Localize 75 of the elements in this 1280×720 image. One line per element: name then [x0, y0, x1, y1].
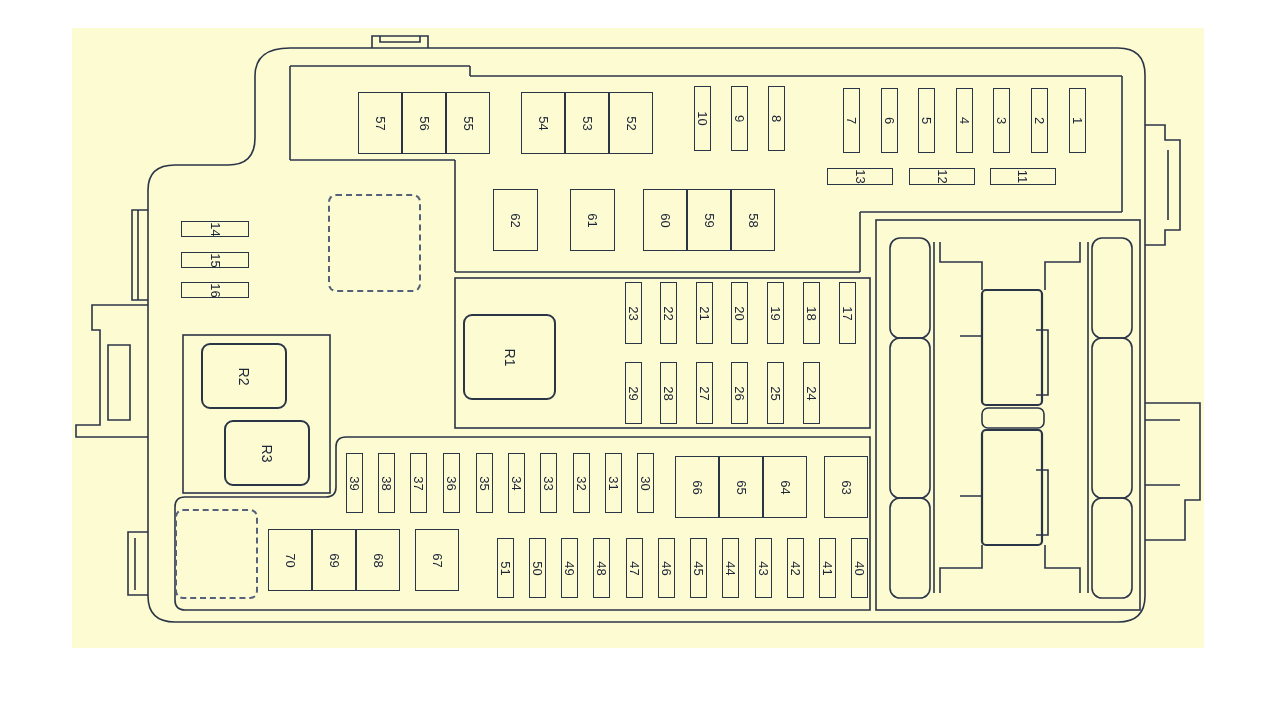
fuse: 13: [827, 168, 893, 185]
cartridge-fuse: 63: [824, 456, 868, 518]
fuse: 18: [803, 282, 820, 344]
fuse: 24: [803, 362, 820, 424]
fuse: 5: [918, 88, 935, 153]
fuse: 3: [993, 88, 1010, 153]
fuse: 34: [508, 453, 525, 513]
cartridge-fuse: 67: [415, 529, 459, 591]
fuse: 35: [476, 453, 493, 513]
cartridge-fuse: 57: [358, 92, 402, 154]
fuse: 44: [722, 538, 739, 598]
fuse: 16: [181, 282, 249, 298]
fuse: 10: [694, 86, 711, 151]
fuse: 46: [658, 538, 675, 598]
fuse: 38: [378, 453, 395, 513]
fuse: 14: [181, 221, 249, 237]
fuse: 11: [990, 168, 1056, 185]
relay: R2: [201, 343, 287, 409]
fuse: 25: [767, 362, 784, 424]
cartridge-fuse: 59: [687, 189, 731, 251]
cartridge-fuse: 61: [570, 189, 615, 251]
fuse: 32: [573, 453, 590, 513]
cartridge-fuse: 70: [268, 529, 312, 591]
fuse: 43: [755, 538, 772, 598]
fuse: 29: [625, 362, 642, 424]
fuse: 19: [767, 282, 784, 344]
empty-relay-socket: [175, 509, 258, 599]
cartridge-fuse: 53: [565, 92, 609, 154]
fuse: 17: [839, 282, 856, 344]
fuse: 47: [626, 538, 643, 598]
cartridge-fuse: 69: [312, 529, 356, 591]
fuse: 30: [637, 453, 654, 513]
fuse: 37: [410, 453, 427, 513]
cartridge-fuse: 68: [356, 529, 400, 591]
fuse: 31: [605, 453, 622, 513]
fuse: 49: [561, 538, 578, 598]
cartridge-fuse: 55: [446, 92, 490, 154]
fuse: 27: [696, 362, 713, 424]
fuse: 4: [956, 88, 973, 153]
fuse: 7: [843, 88, 860, 153]
cartridge-fuse: 64: [763, 456, 807, 518]
cartridge-fuse: 54: [521, 92, 565, 154]
fuse: 20: [731, 282, 748, 344]
fuse: 39: [346, 453, 363, 513]
cartridge-fuse: 65: [719, 456, 763, 518]
fuse: 50: [529, 538, 546, 598]
cartridge-fuse: 52: [609, 92, 653, 154]
cartridge-fuse: 60: [643, 189, 687, 251]
fuse: 36: [443, 453, 460, 513]
fuse: 40: [851, 538, 868, 598]
fuse: 22: [660, 282, 677, 344]
fuse: 28: [660, 362, 677, 424]
fuse: 6: [881, 88, 898, 153]
fuse: 41: [819, 538, 836, 598]
fuse: 45: [690, 538, 707, 598]
relay: R1: [463, 314, 556, 400]
fuse: 15: [181, 252, 249, 268]
fuse: 9: [731, 86, 748, 151]
fuse: 2: [1031, 88, 1048, 153]
cartridge-fuse: 62: [493, 189, 538, 251]
relay: R3: [224, 420, 310, 486]
fuse: 48: [593, 538, 610, 598]
fuse: 51: [497, 538, 514, 598]
fuse: 21: [696, 282, 713, 344]
fuse: 1: [1069, 88, 1086, 153]
fuse: 23: [625, 282, 642, 344]
fuse: 33: [540, 453, 557, 513]
fuse: 26: [731, 362, 748, 424]
fuse: 42: [787, 538, 804, 598]
empty-relay-socket: [328, 194, 421, 292]
cartridge-fuse: 58: [731, 189, 775, 251]
fuse: 12: [909, 168, 975, 185]
fuse: 8: [768, 86, 785, 151]
cartridge-fuse: 56: [402, 92, 446, 154]
cartridge-fuse: 66: [675, 456, 719, 518]
